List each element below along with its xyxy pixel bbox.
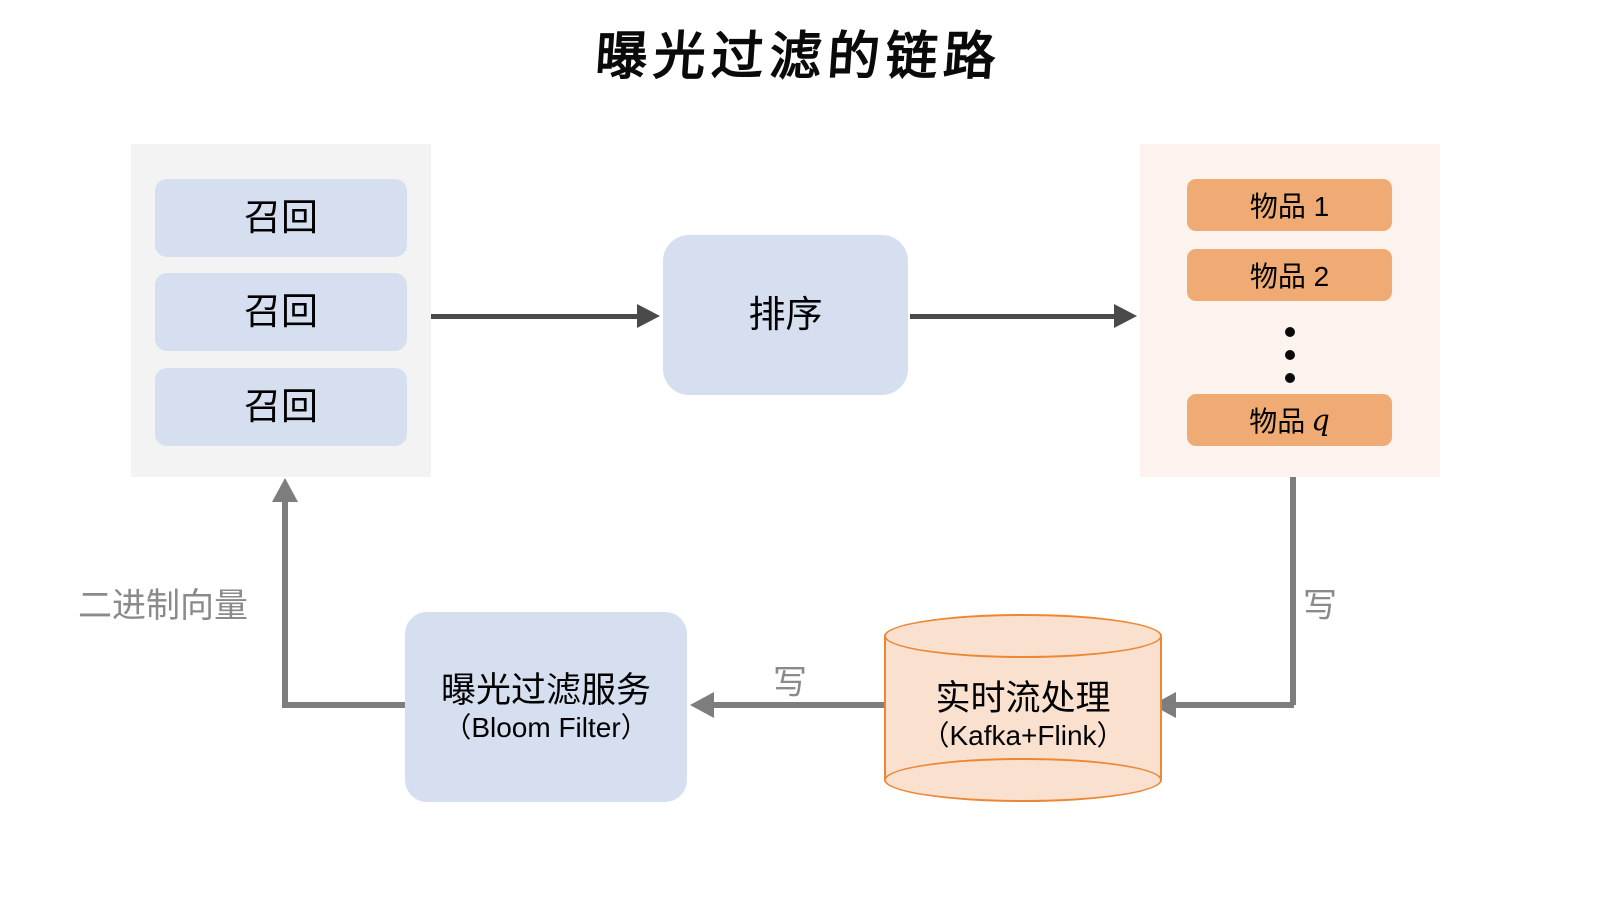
stream-subtitle: （Kafka+Flink） — [921, 719, 1125, 751]
recall-box-label: 召回 — [244, 291, 318, 333]
edge-label-write-right: 写 — [1303, 587, 1337, 625]
arrow-stream-to-bloom-head — [690, 692, 714, 718]
item-box-label: 物品 2 — [1249, 261, 1330, 292]
page-title: 曝光过滤的链路 — [593, 26, 1004, 87]
ranking-box[interactable]: 排序 — [663, 235, 908, 395]
edge-label-write-mid: 写 — [773, 664, 807, 702]
cylinder-body — [884, 636, 1162, 780]
bloom-filter-subtitle: （Bloom Filter） — [443, 711, 649, 743]
recall-box-label: 召回 — [244, 197, 318, 239]
edge-items-to-stream-horizontal — [1176, 702, 1294, 708]
arrow-recall-to-ranking-head — [637, 304, 660, 328]
arrow-recall-to-ranking-line — [431, 314, 641, 319]
stream-title: 实时流处理 — [935, 678, 1111, 718]
cylinder-bottom-ellipse — [884, 758, 1162, 802]
arrow-ranking-to-items-head — [1114, 304, 1137, 328]
edge-bloom-to-recall-horizontal — [285, 702, 407, 708]
recall-box-2[interactable]: 召回 — [155, 273, 407, 351]
item-index-variable: q — [1311, 403, 1330, 437]
cylinder-label-group: 实时流处理 （Kafka+Flink） — [884, 660, 1162, 770]
vertical-ellipsis-icon — [1283, 327, 1297, 383]
arrow-ranking-to-items-line — [910, 314, 1118, 319]
bloom-filter-title: 曝光过滤服务 — [440, 670, 651, 710]
edge-bloom-to-recall-vertical — [282, 501, 288, 708]
bloom-filter-box[interactable]: 曝光过滤服务 （Bloom Filter） — [405, 612, 687, 802]
edge-label-binary-vector: 二进制向量 — [78, 587, 248, 625]
item-box-2[interactable]: 物品 2 — [1187, 249, 1392, 301]
edge-items-to-stream-vertical — [1290, 477, 1296, 705]
edge-stream-to-bloom-line — [714, 702, 884, 708]
recall-box-label: 召回 — [244, 386, 318, 428]
item-box-1[interactable]: 物品 1 — [1187, 179, 1392, 231]
ellipsis-dot — [1285, 350, 1295, 360]
arrow-bloom-to-recall-head — [272, 478, 298, 502]
recall-box-1[interactable]: 召回 — [155, 179, 407, 257]
ellipsis-dot — [1285, 373, 1295, 383]
item-box-label: 物品 — [1249, 406, 1306, 437]
ellipsis-dot — [1285, 327, 1295, 337]
stream-processing-cylinder[interactable]: 实时流处理 （Kafka+Flink） — [884, 614, 1162, 802]
cylinder-top-ellipse — [884, 614, 1162, 658]
item-box-label: 物品 1 — [1249, 191, 1330, 222]
recall-box-3[interactable]: 召回 — [155, 368, 407, 446]
ranking-box-label: 排序 — [748, 294, 823, 336]
